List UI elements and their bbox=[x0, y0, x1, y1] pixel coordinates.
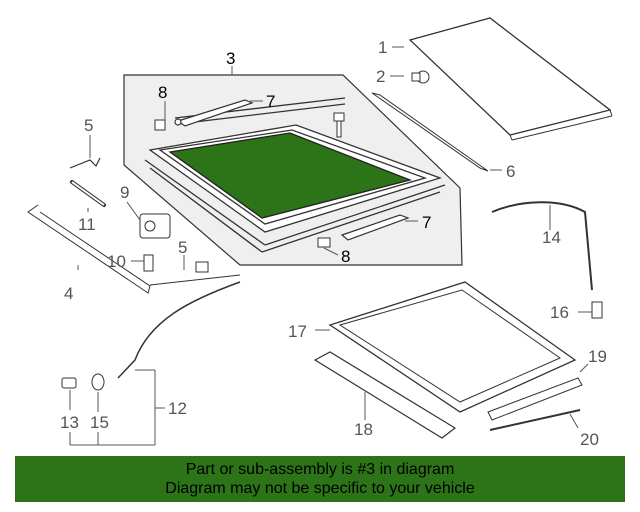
bracket-lower bbox=[317, 237, 331, 248]
callout-5-upper: 5 bbox=[84, 116, 93, 135]
bolt bbox=[333, 112, 345, 138]
part-17-sunshade bbox=[328, 281, 577, 413]
callout-7-lower: 7 bbox=[422, 213, 431, 232]
arm-upper bbox=[174, 99, 254, 127]
part-10-screw bbox=[143, 254, 154, 272]
callout-18: 18 bbox=[354, 420, 373, 439]
callout-4: 4 bbox=[64, 284, 73, 303]
part-5-clip-upper bbox=[69, 157, 101, 169]
callout-9: 9 bbox=[120, 183, 129, 202]
callout-8-lower: 8 bbox=[341, 247, 350, 266]
callout-3: 3 bbox=[226, 49, 235, 68]
callout-19: 19 bbox=[588, 347, 607, 366]
callout-16: 16 bbox=[550, 303, 569, 322]
bracket-upper bbox=[154, 119, 166, 131]
callout-7-upper: 7 bbox=[266, 92, 275, 111]
part-1-glass bbox=[408, 17, 612, 136]
callout-14: 14 bbox=[542, 228, 561, 247]
part-13-plug bbox=[61, 377, 77, 389]
notice-line-2: Diagram may not be specific to your vehi… bbox=[165, 480, 475, 497]
callout-1: 1 bbox=[378, 38, 387, 57]
part-19-trim bbox=[487, 377, 583, 421]
part-14-drain-hose bbox=[491, 201, 593, 291]
part-2-pin bbox=[411, 70, 430, 84]
callout-17: 17 bbox=[288, 322, 307, 341]
part-4-rail bbox=[27, 204, 151, 294]
callout-8-upper: 8 bbox=[158, 83, 167, 102]
callout-5-lower: 5 bbox=[178, 238, 187, 257]
callout-15: 15 bbox=[90, 413, 109, 432]
callout-11: 11 bbox=[78, 215, 96, 234]
callout-12: 12 bbox=[168, 399, 187, 418]
diagram-notice-banner: Part or sub-assembly is #3 in diagram Di… bbox=[15, 456, 625, 502]
callout-13: 13 bbox=[60, 413, 79, 432]
notice-line-1: Part or sub-assembly is #3 in diagram bbox=[185, 461, 455, 478]
callout-6: 6 bbox=[506, 162, 515, 181]
callout-20: 20 bbox=[580, 430, 599, 449]
part-20-strip bbox=[489, 409, 581, 431]
part-9-motor bbox=[139, 213, 171, 239]
part-6-seal bbox=[371, 92, 489, 172]
callout-2: 2 bbox=[376, 67, 385, 86]
part-18-panel bbox=[313, 351, 457, 439]
part-16-connector bbox=[591, 301, 603, 319]
sunroof-frame bbox=[144, 97, 446, 253]
parts-diagram: 1 2 3 5 6 7 7 8 8 9 10 11 5 4 12 13 15 1… bbox=[27, 17, 613, 449]
callout-10: 10 bbox=[107, 252, 126, 271]
part-15-grommet bbox=[91, 373, 105, 391]
arm-lower bbox=[340, 214, 410, 241]
part-12-cable bbox=[117, 281, 241, 379]
part-5-clip-lower bbox=[195, 261, 209, 273]
glass-panel bbox=[168, 132, 413, 219]
